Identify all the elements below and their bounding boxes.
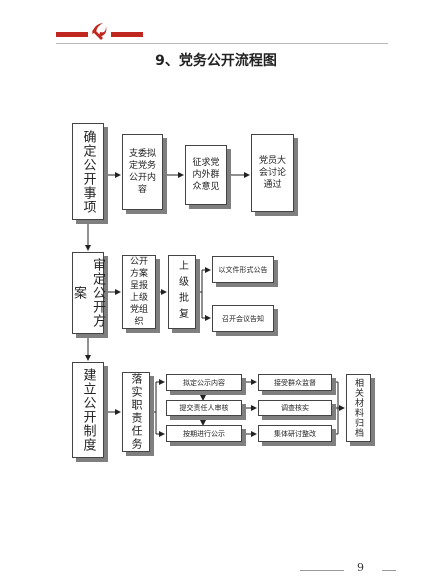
stage1-step2-label: 征求党内外群众意见 [192,158,220,192]
stage3-task3-label: 按期进行公示 [183,429,225,438]
stage1-main-box: 确定公开事项 [72,123,104,220]
stage2-step1-label: 公开方案呈报上级党组织 [129,257,148,327]
footer-line-left [300,570,344,571]
page-number: 9 [357,561,364,574]
stage2-out1-label: 以文件形式公告 [218,265,268,274]
stage2-main-label: 审定公开方案 [71,258,105,328]
stage3-sup1-label: 接受群众监督 [274,378,316,387]
stage3-task1-label: 拟定公示内容 [183,378,225,387]
stage2-step1-box: 公开方案呈报上级党组织 [122,255,156,329]
stage1-step1-label: 支委拟定党务公开内容 [128,149,156,195]
stage2-step2-label: 上级批复 [176,260,188,324]
stage3-sup3-label: 集体研讨整改 [274,429,316,438]
footer-line-right [382,570,396,571]
stage1-step3-label: 党员大会讨论通过 [258,156,286,190]
header-divider [56,43,388,44]
stage3-sup1-box: 接受群众监督 [258,374,332,391]
stage2-out2-box: 召开会议告知 [212,305,274,332]
page-title: 9、党务公开流程图 [155,53,277,69]
stage3-main-box: 建立公开制度 [72,362,104,458]
stage3-task1-box: 拟定公示内容 [166,374,242,391]
stage3-step1-label: 落实职责任务 [130,373,143,451]
stage3-task2-label: 提交责任人审核 [179,404,229,412]
stage3-task2-box: 提交责任人审核 [166,400,242,416]
header-bar-right [111,32,143,37]
stage2-out1-box: 以文件形式公告 [212,256,274,283]
party-emblem-icon [92,23,107,40]
header-bar-left [56,32,88,37]
stage1-step3-box: 党员大会讨论通过 [251,134,294,212]
stage3-final-label: 相关材料归档 [353,378,363,438]
stage3-sup2-box: 调查核实 [258,400,332,416]
stage3-sup3-box: 集体研讨整改 [258,425,332,442]
stage3-main-label: 建立公开制度 [80,368,96,452]
stage3-step1-box: 落实职责任务 [122,372,150,452]
stage1-step2-box: 征求党内外群众意见 [185,145,227,205]
stage1-main-label: 确定公开事项 [80,129,96,214]
stage3-task3-box: 按期进行公示 [166,425,242,442]
stage3-sup2-label: 调查核实 [281,404,309,412]
stage2-out2-label: 召开会议告知 [222,314,264,323]
stage3-final-box: 相关材料归档 [346,374,371,442]
stage2-step2-box: 上级批复 [168,255,196,329]
stage1-step1-box: 支委拟定党务公开内容 [122,134,163,210]
stage2-main-box: 审定公开方案 [71,252,105,334]
